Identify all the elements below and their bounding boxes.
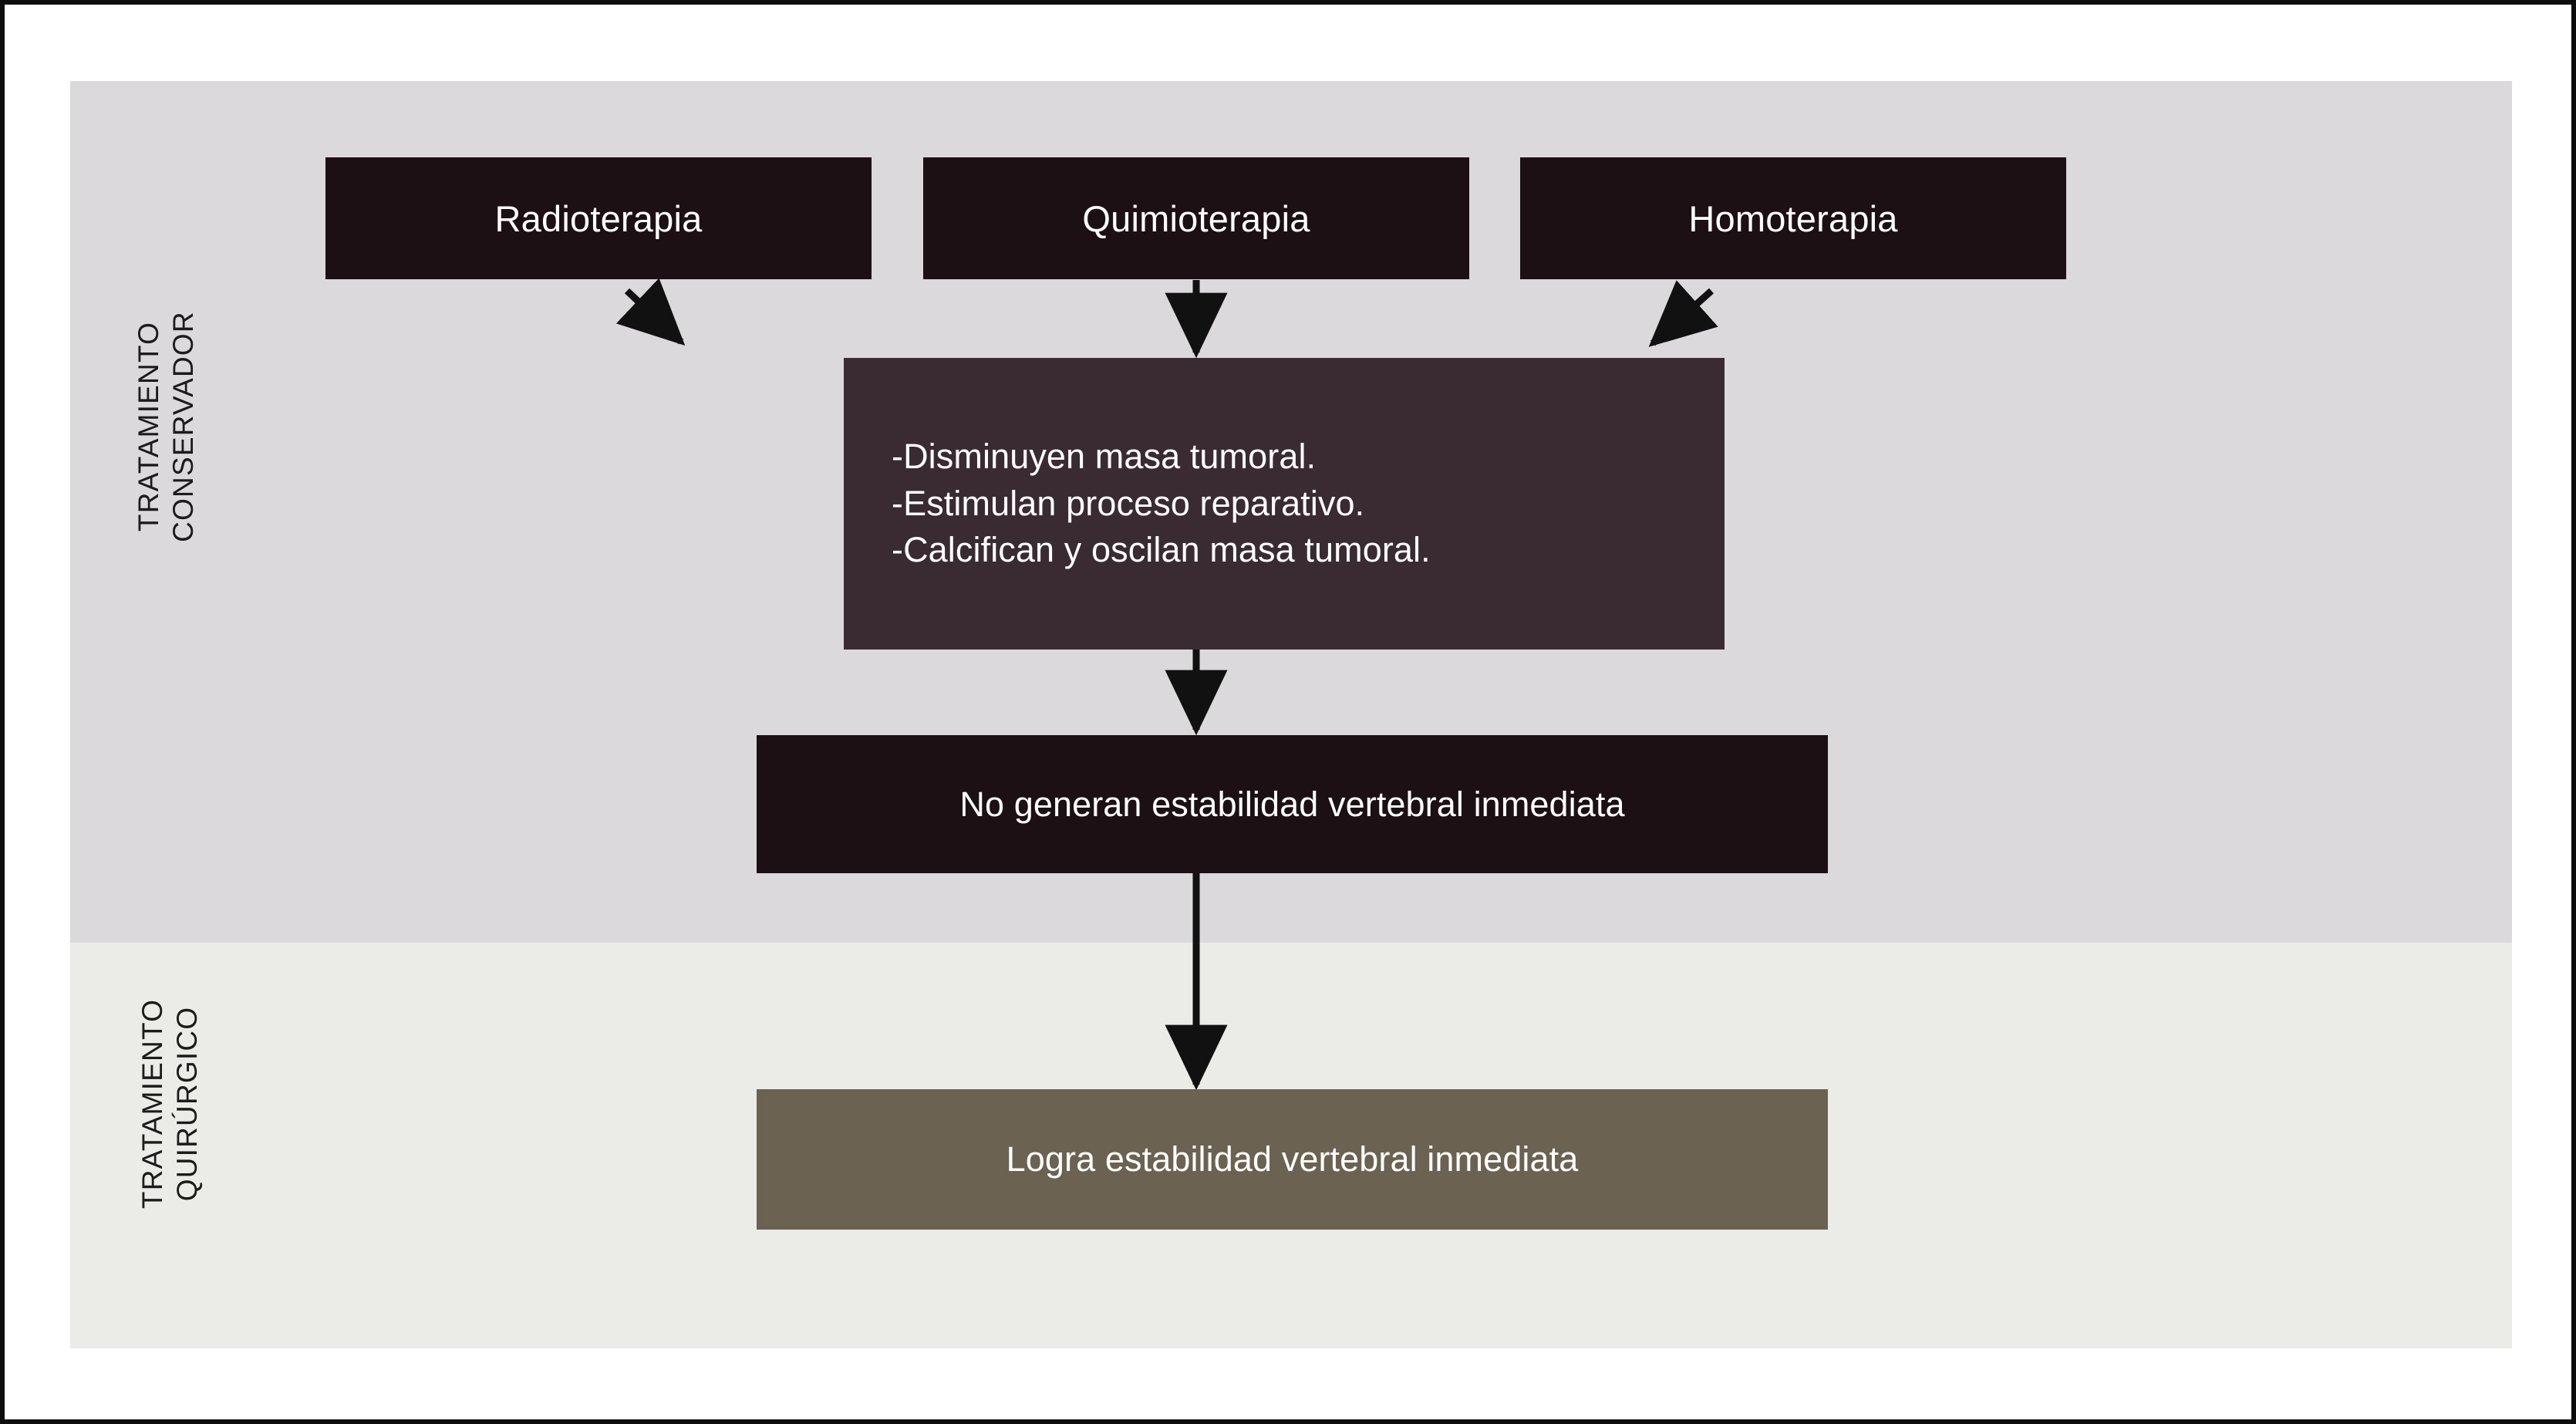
- node-homoterapia[interactable]: Homoterapia: [1520, 157, 2066, 279]
- node-no-generan-estabilidad-label: No generan estabilidad vertebral inmedia…: [959, 784, 1625, 824]
- edge-homoterapia-to-efectos: [1648, 280, 1718, 347]
- node-radioterapia-label: Radioterapia: [494, 197, 703, 239]
- node-logra-estabilidad-label: Logra estabilidad vertebral inmediata: [1006, 1139, 1579, 1179]
- node-quimioterapia-label: Quimioterapia: [1082, 197, 1310, 239]
- node-efectos-tratamiento[interactable]: -Disminuyen masa tumoral. -Estimulan pro…: [844, 358, 1725, 650]
- edge-radioterapia-to-efectos: [615, 278, 686, 346]
- node-logra-estabilidad[interactable]: Logra estabilidad vertebral inmediata: [757, 1089, 1828, 1230]
- edge-layer: [615, 278, 1718, 1091]
- node-efectos-label: -Disminuyen masa tumoral. -Estimulan pro…: [892, 436, 1431, 570]
- node-radioterapia[interactable]: Radioterapia: [325, 157, 872, 279]
- diagram-panel: TRATAMIENTO CONSERVADOR TRATAMIENTO QUIR…: [70, 81, 2512, 1348]
- node-homoterapia-label: Homoterapia: [1688, 197, 1898, 239]
- node-no-generan-estabilidad[interactable]: No generan estabilidad vertebral inmedia…: [757, 735, 1828, 873]
- node-quimioterapia[interactable]: Quimioterapia: [923, 157, 1469, 279]
